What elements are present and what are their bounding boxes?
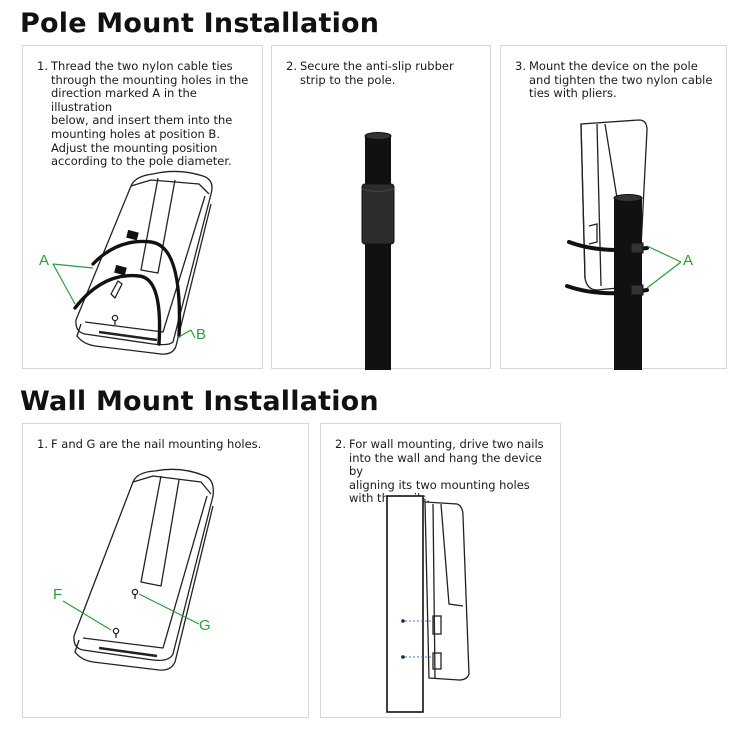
step-description: F and G are the nail mounting holes.	[51, 437, 262, 451]
pole-step-3-text: 3. Mount the device on the pole and tigh…	[515, 59, 723, 101]
wall-step-1-text: 1. F and G are the nail mounting holes.	[37, 437, 307, 452]
pole-step-1-text: 1. Thread the two nylon cable ties throu…	[37, 59, 259, 169]
pole-step-2-panel: 2. Secure the anti-slip rubber strip to …	[271, 45, 491, 370]
step-number: 3.	[515, 59, 526, 73]
step-description: Secure the anti-slip rubber strip to the…	[300, 59, 454, 87]
wall-mount-title: Wall Mount Installation	[20, 386, 379, 417]
step-number: 2.	[335, 437, 346, 451]
wall-step-1-panel: 1. F and G are the nail mounting holes. …	[22, 423, 309, 718]
label-b: B	[196, 326, 207, 343]
step-number: 2.	[286, 59, 297, 73]
label-g: G	[199, 617, 211, 634]
device-on-wall-illustration	[386, 495, 470, 713]
label-a: A	[683, 252, 694, 269]
step-description: Mount the device on the pole and tighten…	[529, 59, 713, 101]
pole-mount-title: Pole Mount Installation	[20, 8, 380, 39]
label-f: F	[53, 586, 63, 603]
device-on-pole-illustration	[565, 119, 682, 370]
step-description: Thread the two nylon cable ties through …	[51, 59, 249, 169]
label-a: A	[39, 252, 50, 269]
pole-rubber-strip-illustration	[361, 132, 395, 370]
device-nail-holes-illustration	[62, 468, 214, 671]
pole-step-1-panel: 1. Thread the two nylon cable ties throu…	[22, 45, 263, 369]
step-number: 1.	[37, 437, 48, 451]
step-number: 1.	[37, 59, 48, 73]
pole-step-3-panel: 3. Mount the device on the pole and tigh…	[500, 45, 727, 370]
device-cable-tie-illustration	[52, 170, 213, 355]
wall-step-2-panel: 2. For wall mounting, drive two nails in…	[320, 423, 561, 718]
pole-step-2-text: 2. Secure the anti-slip rubber strip to …	[286, 59, 486, 87]
